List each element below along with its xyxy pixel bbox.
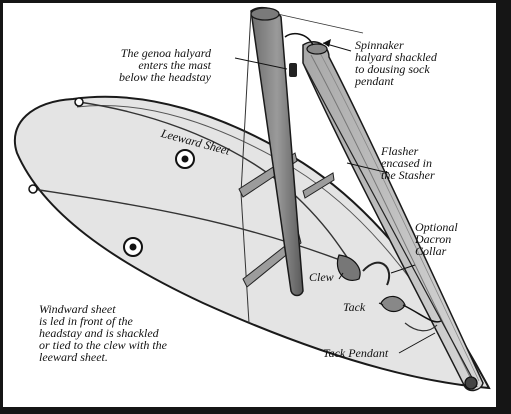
tack-label: Tack — [343, 301, 365, 313]
leeward-winch — [176, 150, 194, 168]
leeward-fairlead — [75, 98, 83, 106]
spinnaker-halyard-label: Spinnaker halyard shackled to dousing so… — [355, 39, 437, 87]
flasher-label: Flasher encased in the Stasher — [381, 145, 435, 181]
clew-label: Clew — [309, 271, 334, 283]
bow-fitting — [465, 377, 477, 389]
tack-pendant-label: Tack Pendant — [323, 347, 388, 359]
windward-sheet-label: Windward sheet is led in front of the he… — [39, 303, 167, 363]
optional-collar-label: Optional Dacron Collar — [415, 221, 458, 257]
windward-winch — [124, 238, 142, 256]
windward-fairlead — [29, 185, 37, 193]
halyard-sheave — [289, 63, 297, 77]
genoa-halyard-label: The genoa halyard enters the mast below … — [119, 47, 211, 83]
diagram-canvas: The genoa halyard enters the mast below … — [3, 3, 496, 407]
